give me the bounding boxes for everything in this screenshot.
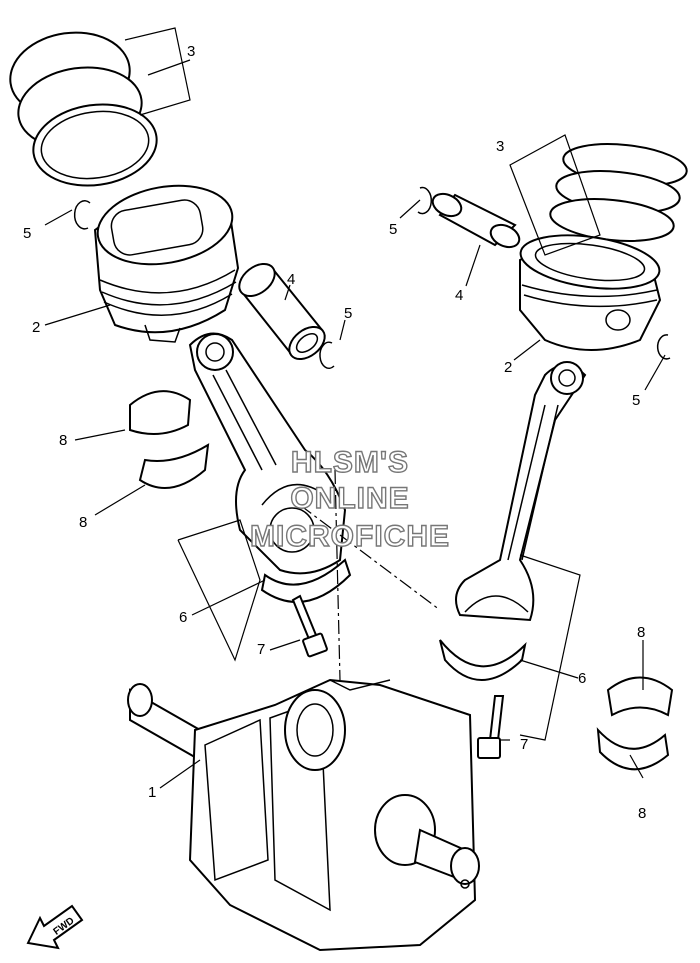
right-bearing-upper bbox=[606, 676, 674, 717]
left-pin-clip bbox=[319, 341, 335, 369]
callout-3-left: 3 bbox=[187, 43, 195, 60]
callout-3-right: 3 bbox=[496, 138, 504, 155]
callout-8-left-b: 8 bbox=[79, 514, 87, 531]
callout-8-right-b: 8 bbox=[638, 805, 646, 822]
callout-5-right-b: 5 bbox=[632, 392, 640, 409]
right-piston-clip-upper bbox=[417, 186, 433, 215]
right-bearing-lower bbox=[596, 727, 670, 771]
callout-2-left: 2 bbox=[32, 319, 40, 336]
right-rod-bolt bbox=[477, 695, 505, 759]
watermark-line-2: ONLINE bbox=[290, 482, 409, 515]
callout-4-left: 4 bbox=[287, 271, 295, 288]
left-connecting-rod bbox=[188, 332, 347, 575]
leader-lines bbox=[44, 27, 666, 789]
callout-8-left-a: 8 bbox=[59, 432, 67, 449]
callout-5-left-a: 5 bbox=[23, 225, 31, 242]
callout-6-right: 6 bbox=[578, 670, 586, 687]
watermark-line-3: MICROFICHE bbox=[250, 520, 450, 553]
right-piston bbox=[519, 234, 662, 351]
right-rod-cap bbox=[439, 639, 527, 681]
left-bearing-lower bbox=[138, 443, 210, 489]
callout-6-left: 6 bbox=[179, 609, 187, 626]
callout-5-right-a: 5 bbox=[389, 221, 397, 238]
right-piston-rings bbox=[549, 143, 688, 242]
watermark-line-1: HLSM'S bbox=[291, 446, 409, 479]
left-bearing-upper bbox=[129, 390, 192, 435]
fwd-arrow-icon: FWD bbox=[26, 904, 84, 950]
callout-1: 1 bbox=[148, 784, 156, 801]
left-rod-bolt bbox=[291, 594, 328, 658]
left-rod-cap bbox=[260, 558, 352, 603]
right-piston-pin bbox=[431, 192, 521, 249]
callout-4-right: 4 bbox=[455, 287, 463, 304]
left-piston-clip-upper bbox=[73, 200, 91, 230]
callout-7-left: 7 bbox=[257, 641, 265, 658]
left-piston bbox=[93, 184, 240, 343]
callout-8-right-a: 8 bbox=[637, 624, 645, 641]
crankshaft bbox=[127, 678, 480, 952]
callout-5-left-b: 5 bbox=[344, 305, 352, 322]
left-piston-rings bbox=[9, 31, 158, 187]
left-piston-pin bbox=[238, 262, 326, 361]
right-connecting-rod bbox=[455, 361, 587, 622]
callout-7-right: 7 bbox=[520, 736, 528, 753]
callout-2-right: 2 bbox=[504, 359, 512, 376]
right-pin-clip bbox=[656, 334, 671, 360]
